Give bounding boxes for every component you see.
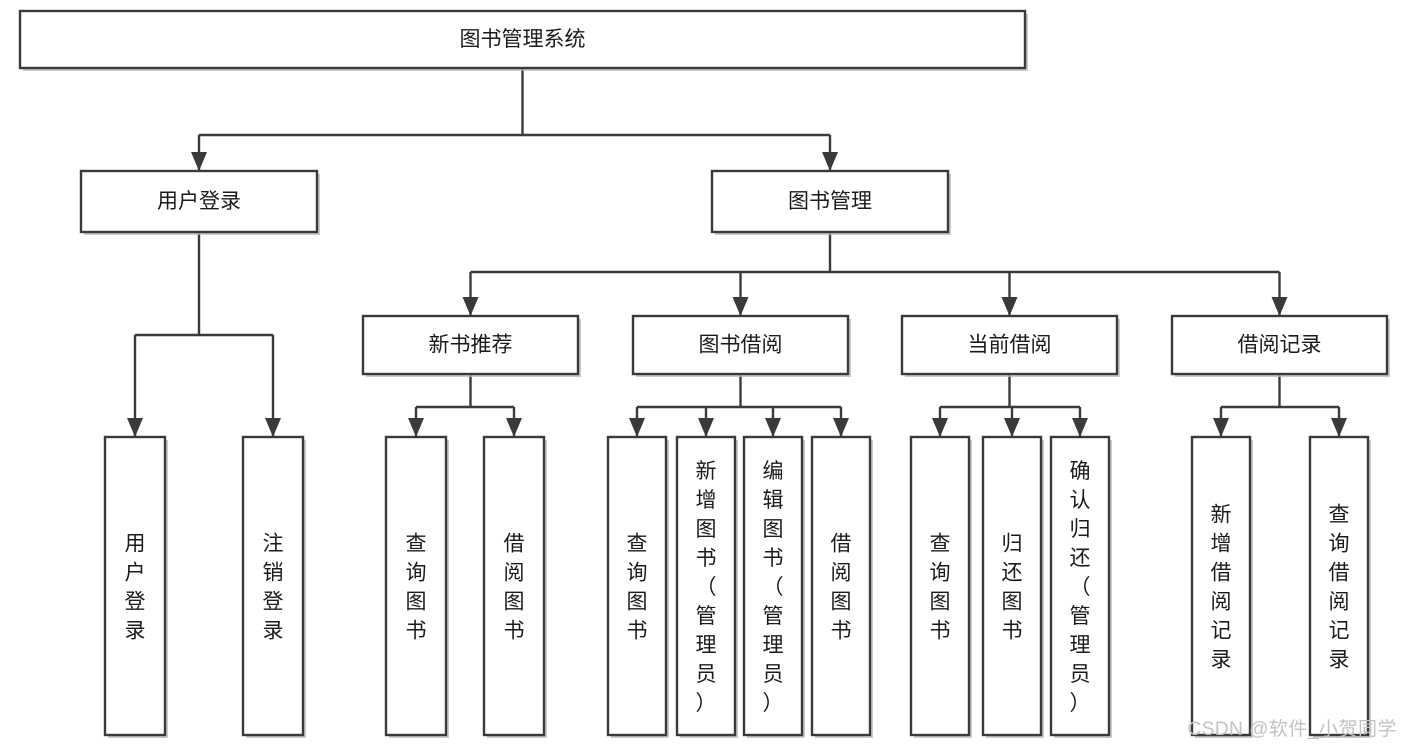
arrow-head-icon	[732, 297, 749, 316]
node-rect[interactable]	[1190, 435, 1252, 737]
arrow-head-icon	[1213, 418, 1229, 437]
node-label: 新增借阅记录	[1211, 504, 1232, 672]
node-label: 新书推荐	[429, 334, 513, 357]
node-label: 注销登录	[263, 533, 284, 643]
node-label: 借阅图书	[504, 533, 525, 643]
arrow-head-icon	[765, 418, 781, 437]
node-leaf-logout[interactable]: 注销登录	[241, 435, 306, 738]
node-label: 编辑图书（管理员）	[763, 460, 784, 715]
arrow-head-icon	[506, 418, 522, 437]
node-new-book-recommend[interactable]: 新书推荐	[361, 314, 581, 377]
node-label: 查询图书	[930, 533, 951, 643]
node-leaf-add-book[interactable]: 新增图书（管理员）	[675, 435, 738, 738]
node-rect[interactable]	[810, 435, 872, 737]
arrow-head-icon	[629, 418, 645, 437]
arrow-head-icon	[833, 418, 849, 437]
arrow-head-icon	[1001, 297, 1018, 316]
node-rect[interactable]	[631, 314, 850, 376]
node-label: 查询借阅记录	[1329, 504, 1350, 672]
node-rect[interactable]	[606, 435, 668, 737]
arrow-head-icon	[462, 297, 479, 316]
node-book-borrow[interactable]: 图书借阅	[631, 314, 851, 377]
watermark-label: CSDN @软件_小贺同学	[1187, 719, 1397, 740]
node-rect[interactable]	[103, 435, 167, 737]
node-layer: 图书管理系统用户登录图书管理新书推荐图书借阅当前借阅借阅记录用户登录注销登录查询…	[18, 9, 1390, 738]
node-book-management[interactable]: 图书管理	[710, 169, 951, 235]
arrow-head-icon	[1004, 418, 1020, 437]
node-label: 查询图书	[406, 533, 427, 643]
node-rect[interactable]	[361, 314, 580, 376]
node-label: 归还图书	[1002, 533, 1023, 643]
node-leaf-query-book-3[interactable]: 查询图书	[909, 435, 972, 738]
node-rect[interactable]	[79, 169, 319, 234]
node-label: 图书管理	[788, 190, 872, 213]
node-leaf-query-record[interactable]: 查询借阅记录	[1308, 435, 1371, 738]
node-label: 确认归还（管理员）	[1070, 460, 1091, 715]
node-leaf-user-login[interactable]: 用户登录	[103, 435, 168, 738]
node-label: 查询图书	[627, 533, 648, 643]
node-rect[interactable]	[981, 435, 1043, 737]
node-leaf-borrow-book-2[interactable]: 借阅图书	[810, 435, 873, 738]
node-rect[interactable]	[1308, 435, 1370, 737]
node-root[interactable]: 图书管理系统	[18, 9, 1028, 71]
node-rect[interactable]	[909, 435, 971, 737]
arrow-head-icon	[1331, 418, 1347, 437]
node-label: 图书借阅	[699, 334, 783, 357]
node-label: 图书管理系统	[460, 28, 586, 51]
node-rect[interactable]	[900, 314, 1119, 376]
node-rect[interactable]	[18, 9, 1027, 70]
node-rect[interactable]	[1049, 435, 1111, 737]
node-user-login[interactable]: 用户登录	[79, 169, 320, 235]
node-rect[interactable]	[384, 435, 448, 737]
connector-layer	[127, 68, 1347, 437]
node-label: 借阅图书	[831, 533, 852, 643]
node-borrow-record[interactable]: 借阅记录	[1170, 314, 1390, 377]
arrow-head-icon	[127, 418, 143, 437]
node-label: 用户登录	[157, 190, 241, 213]
node-rect[interactable]	[1170, 314, 1389, 376]
node-leaf-confirm-return[interactable]: 确认归还（管理员）	[1049, 435, 1112, 738]
node-leaf-query-book-2[interactable]: 查询图书	[606, 435, 669, 738]
arrow-head-icon	[1072, 418, 1088, 437]
node-rect[interactable]	[482, 435, 546, 737]
arrow-head-icon	[265, 418, 281, 437]
node-leaf-borrow-book-1[interactable]: 借阅图书	[482, 435, 547, 738]
node-leaf-edit-book[interactable]: 编辑图书（管理员）	[742, 435, 805, 738]
node-label: 新增图书（管理员）	[696, 460, 717, 715]
node-label: 用户登录	[125, 533, 146, 643]
arrow-head-icon	[191, 152, 207, 171]
node-rect[interactable]	[675, 435, 737, 737]
arrow-head-icon	[822, 152, 838, 171]
arrow-head-icon	[408, 418, 424, 437]
node-leaf-return-book[interactable]: 归还图书	[981, 435, 1044, 738]
node-leaf-query-book-1[interactable]: 查询图书	[384, 435, 449, 738]
node-rect[interactable]	[742, 435, 804, 737]
node-leaf-add-record[interactable]: 新增借阅记录	[1190, 435, 1253, 738]
node-label: 当前借阅	[968, 334, 1052, 357]
node-label: 借阅记录	[1238, 334, 1322, 357]
arrow-head-icon	[698, 418, 714, 437]
node-rect[interactable]	[710, 169, 950, 234]
arrow-head-icon	[1271, 297, 1288, 316]
node-current-borrow[interactable]: 当前借阅	[900, 314, 1120, 377]
arrow-head-icon	[932, 418, 948, 437]
node-rect[interactable]	[241, 435, 305, 737]
